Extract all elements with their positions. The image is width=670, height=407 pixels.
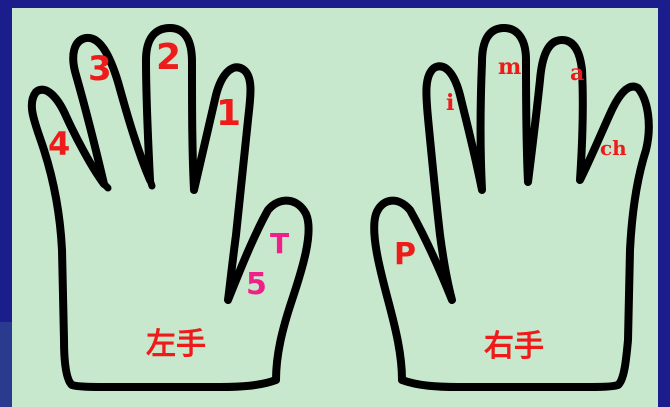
left-index-label: 1 [216, 96, 241, 132]
right-hand-caption: 右手 [484, 332, 544, 362]
right-index-label: i [446, 92, 454, 114]
left-middle-label: 2 [156, 40, 181, 76]
right-pinky-label: ch [600, 138, 627, 158]
right-ring-label: a [570, 62, 584, 84]
right-thumb-label: P [394, 240, 416, 270]
left-thumb-letter-label: T [270, 230, 289, 258]
left-hand-caption: 左手 [146, 330, 206, 360]
left-hand-finger-gap-2 [150, 180, 152, 186]
right-middle-label: m [498, 56, 521, 78]
left-pinky-label: 4 [48, 128, 70, 160]
left-ring-label: 3 [88, 52, 112, 86]
left-hand-finger-gap-1 [104, 184, 108, 188]
left-thumb-number-label: 5 [246, 270, 267, 300]
